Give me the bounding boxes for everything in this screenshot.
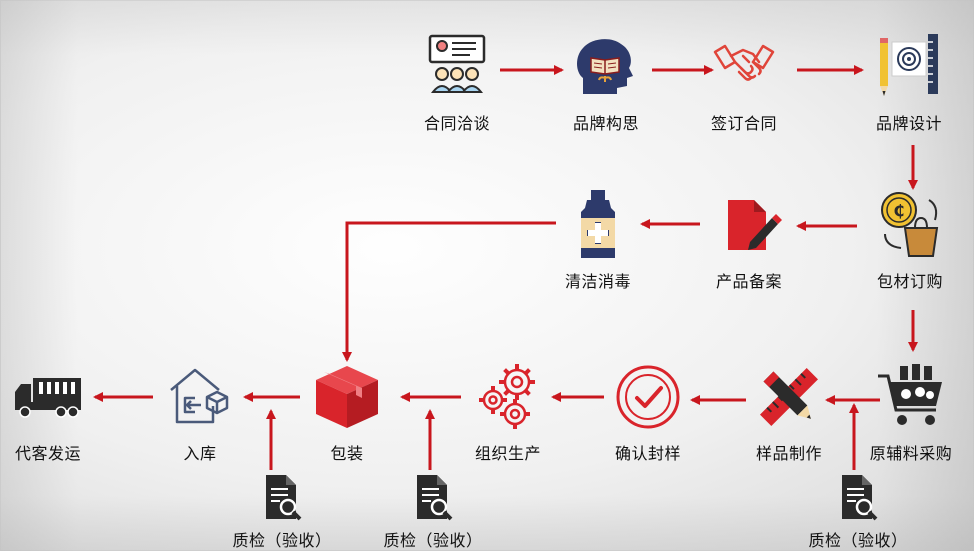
checkmark-seal-icon	[613, 362, 683, 432]
step-cleaning: 清洁消毒	[538, 190, 658, 292]
step-packaging: 包装	[287, 362, 407, 464]
disinfectant-bottle-icon	[563, 190, 633, 260]
quality-check-label: 质检（验收）	[383, 531, 483, 550]
arrow-cleaning-to-packaging	[342, 221, 556, 362]
step-brand-concept: 品牌构思	[546, 32, 666, 134]
document-search-icon	[834, 473, 882, 521]
step-label: 入库	[183, 444, 217, 463]
step-label: 包装	[330, 444, 364, 463]
step-label: 样品制作	[755, 444, 822, 463]
step-label: 原辅料采购	[869, 444, 953, 463]
step-product-filing: 产品备案	[689, 190, 809, 292]
shopping-cart-icon	[876, 362, 946, 432]
step-label: 品牌构思	[572, 114, 639, 133]
warehouse-icon	[165, 362, 235, 432]
document-search-icon	[258, 473, 306, 521]
ruler-pencil-icon	[754, 362, 824, 432]
step-raw-material-purchase: 原辅料采购	[851, 362, 971, 464]
step-sign-contract: 签订合同	[684, 32, 804, 134]
truck-icon	[13, 362, 83, 432]
step-label: 代客发运	[14, 444, 81, 463]
step-label: 确认封样	[614, 444, 681, 463]
document-search-icon	[409, 473, 457, 521]
step-label: 签订合同	[710, 114, 777, 133]
money-bag-icon: ₵	[875, 190, 945, 260]
brain-book-icon	[571, 32, 641, 102]
step-packaging-purchase: ₵ 包材订购	[850, 190, 970, 292]
meeting-icon	[422, 32, 492, 102]
quality-check-materials: 质检（验收）	[788, 473, 928, 551]
step-warehousing: 入库	[140, 362, 260, 464]
document-edit-icon	[714, 190, 784, 260]
step-label: 包材订购	[876, 272, 943, 291]
step-label: 品牌设计	[875, 114, 942, 133]
box-icon	[312, 362, 382, 432]
quality-check-label: 质检（验收）	[232, 531, 332, 550]
svg-text:₵: ₵	[893, 201, 904, 220]
gears-icon	[473, 362, 543, 432]
step-organize-production: 组织生产	[448, 362, 568, 464]
step-contract-negotiation: 合同洽谈	[397, 32, 517, 134]
step-label: 合同洽谈	[423, 114, 490, 133]
quality-check-label: 质检（验收）	[808, 531, 908, 550]
step-label: 组织生产	[474, 444, 541, 463]
step-shipping: 代客发运	[0, 362, 108, 464]
quality-check-packaging: 质检（验收）	[212, 473, 352, 551]
step-sample-making: 样品制作	[729, 362, 849, 464]
step-label: 产品备案	[715, 272, 782, 291]
handshake-icon	[709, 32, 779, 102]
design-tools-icon	[874, 32, 944, 102]
step-brand-design: 品牌设计	[849, 32, 969, 134]
quality-check-production: 质检（验收）	[363, 473, 503, 551]
step-label: 清洁消毒	[564, 272, 631, 291]
step-confirm-sample: 确认封样	[588, 362, 708, 464]
